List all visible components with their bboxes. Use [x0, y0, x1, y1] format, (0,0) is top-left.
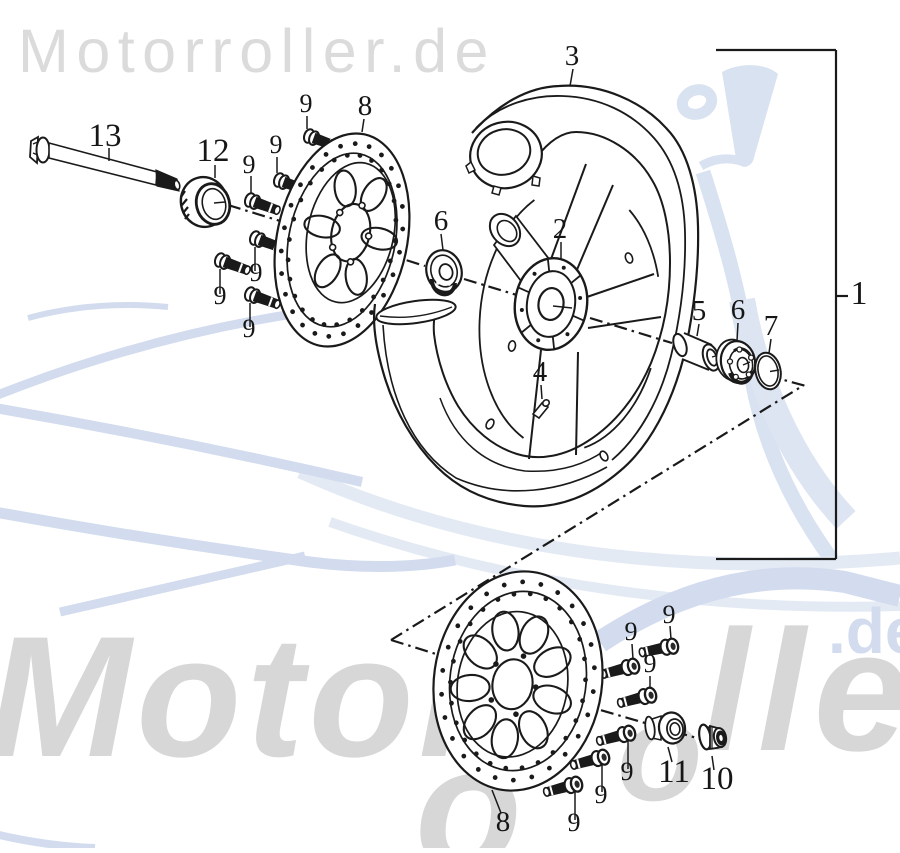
svg-text:4: 4: [533, 356, 548, 388]
svg-text:8: 8: [496, 806, 511, 838]
svg-text:5: 5: [692, 295, 707, 327]
svg-text:6: 6: [434, 205, 449, 237]
svg-text:7: 7: [764, 310, 779, 342]
svg-text:9: 9: [300, 89, 313, 118]
svg-text:9: 9: [214, 281, 227, 310]
svg-text:9: 9: [644, 649, 657, 678]
svg-text:8: 8: [358, 90, 373, 122]
svg-text:13: 13: [89, 118, 122, 154]
svg-text:9: 9: [595, 780, 608, 809]
svg-text:2: 2: [553, 213, 568, 245]
svg-text:12: 12: [197, 133, 230, 169]
svg-text:.de: .de: [828, 595, 900, 667]
svg-text:Motorroller.de: Motorroller.de: [18, 17, 496, 85]
svg-text:9: 9: [243, 150, 256, 179]
svg-text:Motor: Motor: [0, 601, 494, 793]
svg-text:9: 9: [621, 757, 634, 786]
svg-text:9: 9: [270, 130, 283, 159]
svg-text:9: 9: [568, 808, 581, 837]
svg-text:9: 9: [625, 617, 638, 646]
svg-text:9: 9: [663, 600, 676, 629]
svg-text:10: 10: [701, 761, 734, 797]
svg-text:11: 11: [658, 754, 690, 790]
svg-text:6: 6: [731, 294, 746, 326]
svg-text:3: 3: [565, 40, 580, 72]
svg-text:9: 9: [250, 258, 263, 287]
svg-text:ller: ller: [702, 595, 900, 787]
svg-text:1: 1: [851, 275, 868, 312]
svg-text:9: 9: [243, 314, 256, 343]
